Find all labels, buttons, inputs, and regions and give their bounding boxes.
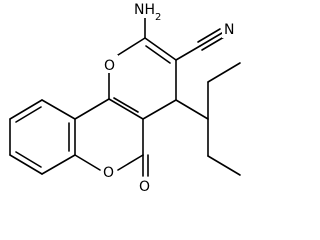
bond-c2-c3-double [145, 45, 171, 64]
bond-cn-triple-2 [197, 28, 221, 43]
amine-label: NH2 [134, 2, 161, 23]
bond-cn-triple-1 [199, 32, 223, 47]
bond-c8-c7 [9, 154, 43, 175]
bond-c5-o6 [117, 154, 144, 171]
bond-c4-c4a [142, 99, 177, 120]
bond-c4-ch [175, 99, 209, 120]
chemical-structure: NH2 N O O O [9, 0, 241, 195]
bond-ch2-ch3-upper [207, 62, 241, 83]
bond-c3-cn [175, 45, 201, 61]
bond-o6-c6a [74, 154, 101, 171]
pyran-oxygen-label: O [104, 58, 115, 74]
bond-c10-c9-inner [15, 106, 42, 123]
bond-c7-c6a [41, 154, 76, 175]
bond-c4a-c10b-double [113, 97, 139, 113]
label-bg-pyran-o [102, 55, 118, 73]
label-bg-carbonyl-o [137, 177, 153, 195]
label-bg-amine [133, 0, 161, 18]
bond-c8-c7-inner [15, 151, 42, 168]
nitrile-n-label: N [224, 22, 234, 38]
bond-c4a-c10b [108, 98, 144, 120]
label-bg-lactone-o [101, 163, 117, 181]
carbonyl-oxygen-label: O [139, 179, 150, 195]
label-bg-nitrile [222, 20, 236, 38]
bond-c10a-c10 [41, 99, 76, 120]
bond-c2-c3 [144, 37, 177, 61]
bond-o1-c2 [117, 37, 146, 56]
bond-c10a-c10b [74, 98, 110, 120]
bond-c10-c9 [9, 99, 43, 120]
bond-ch2-ch3-lower [207, 155, 241, 176]
lactone-oxygen-label: O [103, 165, 114, 181]
bond-cn-triple-3 [201, 36, 225, 51]
